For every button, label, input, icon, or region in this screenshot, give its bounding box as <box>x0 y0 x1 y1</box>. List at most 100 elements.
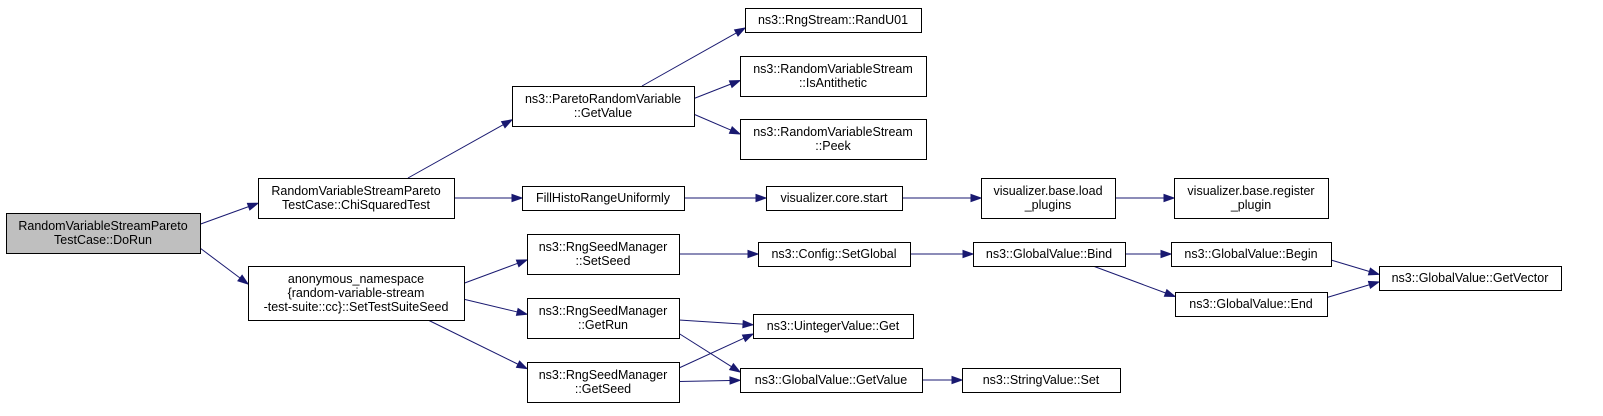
edge-line <box>407 124 504 179</box>
node-label-line: visualizer.base.register <box>1187 184 1314 198</box>
edge-arrowhead <box>1163 193 1176 203</box>
edge-n17-n18 <box>1326 280 1381 298</box>
edge-arrowhead <box>742 319 755 329</box>
node-box <box>1174 178 1329 219</box>
edge-arrowhead <box>747 249 760 259</box>
graph-node-n0[interactable]: RandomVariableStreamParetoTestCase::DoRu… <box>6 213 201 254</box>
node-label-line: RandomVariableStreamPareto <box>18 219 187 233</box>
edge-n20-n21 <box>922 375 964 385</box>
edge-arrowhead <box>1367 267 1381 276</box>
edge-n1-n3 <box>407 119 514 179</box>
node-box <box>766 186 903 211</box>
edge-n2-n13 <box>427 319 529 370</box>
graph-node-n18[interactable]: ns3::GlobalValue::GetVector <box>1379 266 1562 291</box>
node-label-line: ::GetValue <box>574 106 632 120</box>
edge-line <box>463 298 518 313</box>
graph-node-n7[interactable]: ns3::RandomVariableStream::Peek <box>740 119 927 160</box>
node-box <box>745 8 922 33</box>
node-box <box>527 298 680 339</box>
graph-node-n19[interactable]: ns3::UintegerValue::Get <box>753 314 914 339</box>
node-label-line: RandomVariableStreamPareto <box>271 184 440 198</box>
node-box <box>527 362 680 403</box>
graph-node-n21[interactable]: ns3::StringValue::Set <box>962 368 1121 393</box>
node-label-line: ::Peek <box>815 139 851 153</box>
edge-n0-n1 <box>199 202 260 225</box>
graph-node-n1[interactable]: RandomVariableStreamParetoTestCase::ChiS… <box>258 178 455 219</box>
node-label-line: visualizer.base.load <box>993 184 1102 198</box>
graph-node-n4[interactable]: FillHistoRangeUniformly <box>522 186 685 211</box>
node-box <box>758 242 911 267</box>
graph-node-n10[interactable]: visualizer.base.register_plugin <box>1174 178 1329 219</box>
graph-node-n20[interactable]: ns3::GlobalValue::GetValue <box>740 368 923 393</box>
node-box <box>512 86 695 127</box>
edge-n13-n20 <box>678 376 742 385</box>
edge-n12-n20 <box>678 333 742 373</box>
node-label-line: TestCase::ChiSquaredTest <box>282 198 431 212</box>
edge-n15-n17 <box>1092 265 1177 298</box>
graph-node-n8[interactable]: visualizer.core.start <box>766 186 903 211</box>
edge-n2-n11 <box>463 259 529 284</box>
edge-line <box>678 379 731 382</box>
node-label-line: ::IsAntithetic <box>799 76 867 90</box>
graph-node-n16[interactable]: ns3::GlobalValue::Begin <box>1171 242 1332 267</box>
graph-node-n3[interactable]: ns3::ParetoRandomVariable::GetValue <box>512 86 695 127</box>
edge-line <box>678 337 745 369</box>
edge-arrowhead <box>728 79 742 89</box>
edge-n14-n15 <box>910 249 975 259</box>
edge-n8-n9 <box>902 193 983 203</box>
graph-node-n5[interactable]: ns3::RngStream::RandU01 <box>745 8 922 33</box>
graph-node-n14[interactable]: ns3::Config::SetGlobal <box>758 242 911 267</box>
edge-arrowhead <box>729 376 742 385</box>
edge-n15-n16 <box>1125 249 1173 259</box>
edge-n9-n10 <box>1115 193 1176 203</box>
edge-n0-n2 <box>199 247 250 285</box>
graph-node-n2[interactable]: anonymous_namespace{random-variable-stre… <box>248 266 465 321</box>
edge-line <box>693 83 731 99</box>
edge-arrowhead <box>246 202 260 211</box>
graph-node-n9[interactable]: visualizer.base.load_plugins <box>981 178 1116 219</box>
edge-n3-n7 <box>693 113 742 135</box>
node-label-line: _plugins <box>1024 198 1072 212</box>
node-label-line: anonymous_namespace <box>288 272 424 286</box>
node-label-line: ns3::RandomVariableStream <box>753 62 913 76</box>
node-label-line: _plugin <box>1230 198 1271 212</box>
edge-line <box>199 206 249 225</box>
edge-arrowhead <box>962 249 975 259</box>
graph-node-n15[interactable]: ns3::GlobalValue::Bind <box>973 242 1126 267</box>
edge-line <box>678 333 732 368</box>
edge-n11-n14 <box>679 249 760 259</box>
node-box <box>248 266 465 321</box>
edge-arrowhead <box>515 307 529 316</box>
graph-node-n11[interactable]: ns3::RngSeedManager::SetSeed <box>527 234 680 275</box>
graph-node-n13[interactable]: ns3::RngSeedManager::GetSeed <box>527 362 680 403</box>
graph-node-n12[interactable]: ns3::RngSeedManager::GetRun <box>527 298 680 339</box>
node-label-line: ns3::StringValue::Set <box>983 373 1100 387</box>
node-label-line: ::SetSeed <box>576 254 631 268</box>
edge-arrowhead <box>728 126 742 135</box>
edge-arrowhead <box>500 119 514 129</box>
node-box <box>740 368 923 393</box>
edge-arrowhead <box>733 27 747 37</box>
edge-line <box>693 113 732 131</box>
node-label-line: ns3::UintegerValue::Get <box>767 319 900 333</box>
node-label-line: ns3::RngSeedManager <box>539 304 668 318</box>
node-label-line: TestCase::DoRun <box>54 233 152 247</box>
edge-n13-n19 <box>678 333 755 369</box>
edge-n3-n6 <box>693 79 742 99</box>
node-box <box>522 186 685 211</box>
edge-line <box>463 262 518 284</box>
edge-n1-n4 <box>454 193 524 203</box>
graph-node-n6[interactable]: ns3::RandomVariableStream::IsAntithetic <box>740 56 927 97</box>
edge-layer <box>199 27 1381 385</box>
node-box <box>1379 266 1562 291</box>
node-label-line: {random-variable-stream <box>288 286 425 300</box>
graph-node-n17[interactable]: ns3::GlobalValue::End <box>1175 292 1328 317</box>
edge-line <box>641 32 737 87</box>
edge-arrowhead <box>1160 249 1173 259</box>
node-label-line: ns3::RandomVariableStream <box>753 125 913 139</box>
node-label-line: ns3::Config::SetGlobal <box>771 247 896 261</box>
edge-arrowhead <box>511 193 524 203</box>
node-label-line: ::GetRun <box>578 318 628 332</box>
edge-arrowhead <box>741 333 755 343</box>
